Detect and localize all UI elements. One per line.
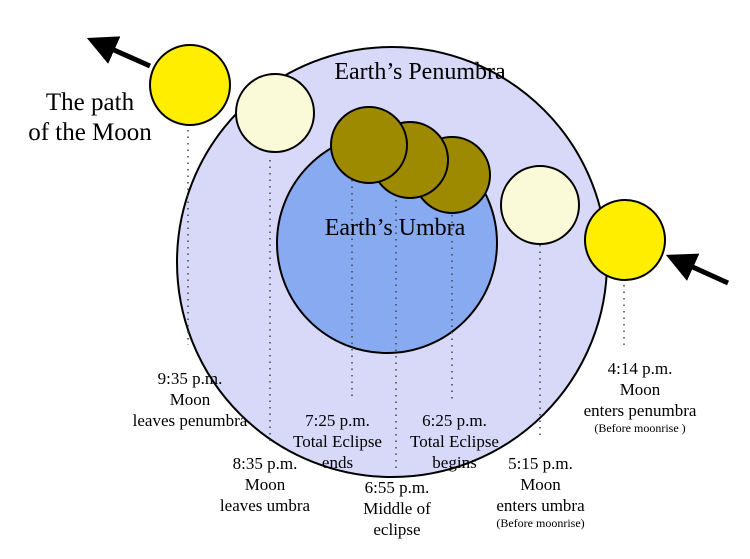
event-time: 8:35 p.m.: [232, 454, 298, 473]
event-note: (Before moonrise ): [594, 421, 686, 435]
event-line2: enters penumbra: [583, 401, 697, 420]
arrow-moon-path-enter: [665, 253, 730, 286]
event-line1: Middle of: [363, 499, 431, 518]
event-line1: Total Eclipse: [410, 432, 499, 451]
event-line2: leaves penumbra: [132, 411, 248, 430]
moon-penumbral-exit: [235, 73, 315, 153]
event-time: 4:14 p.m.: [607, 359, 673, 378]
event-line2: enters umbra: [496, 496, 585, 515]
moon-penumbral-enter: [500, 165, 580, 245]
event-time: 6:25 p.m.: [422, 411, 487, 430]
umbra-label: Earth’s Umbra: [324, 215, 466, 241]
event-line2: leaves umbra: [219, 496, 311, 515]
penumbra-label: Earth’s Penumbra: [334, 59, 506, 85]
event-label-total-eclipse-begins: 6:25 p.m. Total Eclipse begins: [397, 410, 512, 473]
event-label-moon-leaves-umbra: 8:35 p.m. Moon leaves umbra: [195, 453, 335, 516]
event-line1: Moon: [244, 475, 286, 494]
event-time: 6:55 p.m.: [364, 478, 430, 497]
moon-path-title-line2: of the Moon: [28, 119, 152, 146]
event-line2: begins: [432, 453, 477, 472]
moon-path-title-line1: The path: [45, 89, 135, 116]
moon-path-title: The path of the Moon: [20, 88, 160, 148]
event-line1: Total Eclipse: [293, 432, 382, 451]
event-line1: Moon: [520, 475, 561, 494]
event-time: 9:35 p.m.: [157, 369, 223, 388]
moon-full-exit: [149, 44, 231, 126]
event-time: 7:25 p.m.: [305, 411, 370, 430]
event-label-moon-enters-umbra: 5:15 p.m. Moon enters umbra (Before moon…: [478, 453, 603, 531]
event-time: 5:15 p.m.: [508, 454, 573, 473]
moon-full-enter: [584, 199, 666, 281]
event-line2: ends: [321, 453, 354, 472]
event-label-moon-leaves-penumbra: 9:35 p.m. Moon leaves penumbra: [120, 368, 260, 431]
event-label-moon-enters-penumbra: 4:14 p.m. Moon enters penumbra (Before m…: [570, 358, 710, 436]
event-line2: eclipse: [373, 520, 421, 539]
leader-lines: [187, 130, 625, 470]
arrow-moon-path-exit: [86, 36, 152, 69]
event-label-total-eclipse-ends: 7:25 p.m. Total Eclipse ends: [280, 410, 395, 473]
event-label-middle-of-eclipse: 6:55 p.m. Middle of eclipse: [342, 477, 452, 540]
event-line1: Moon: [169, 390, 211, 409]
event-note: (Before moonrise): [496, 516, 585, 530]
event-line1: Moon: [619, 380, 661, 399]
moon-total-end: [330, 106, 408, 184]
